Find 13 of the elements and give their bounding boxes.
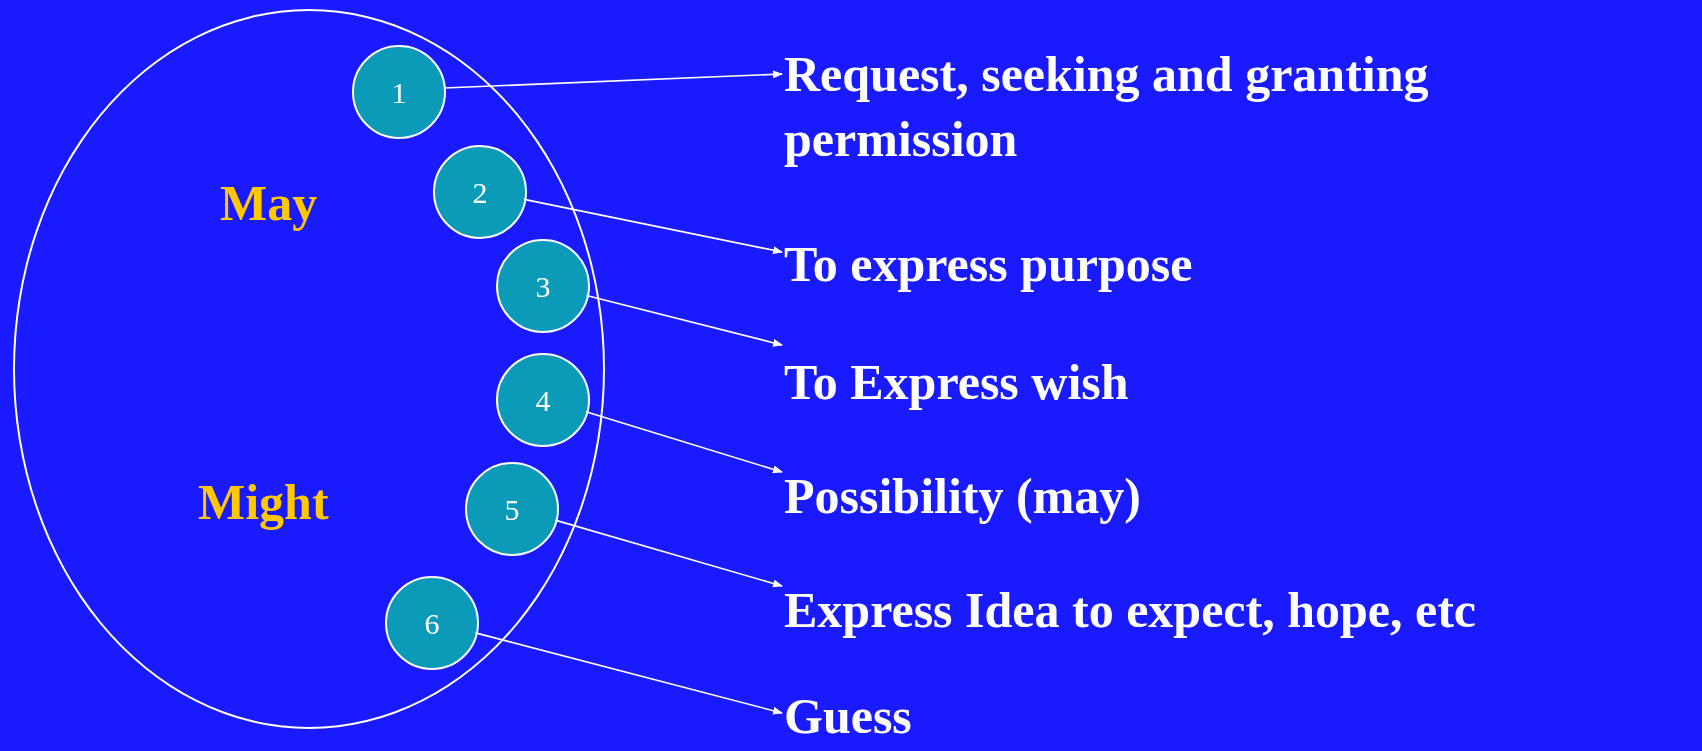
arrow [554, 519, 783, 588]
item-text: To express purpose [784, 232, 1644, 297]
arrow [443, 70, 783, 89]
arrow [585, 411, 783, 474]
item-text: Guess [784, 684, 1644, 749]
arrow [523, 198, 783, 255]
item-text: Possibility (may) [784, 464, 1644, 529]
arrow [474, 632, 783, 715]
item-text: Express Idea to expect, hope, etc [784, 578, 1684, 643]
arrow [585, 294, 783, 347]
item-text: Request, seeking and granting permission [784, 42, 1644, 172]
item-text: To Express wish [784, 350, 1644, 415]
ellipse [13, 9, 605, 729]
